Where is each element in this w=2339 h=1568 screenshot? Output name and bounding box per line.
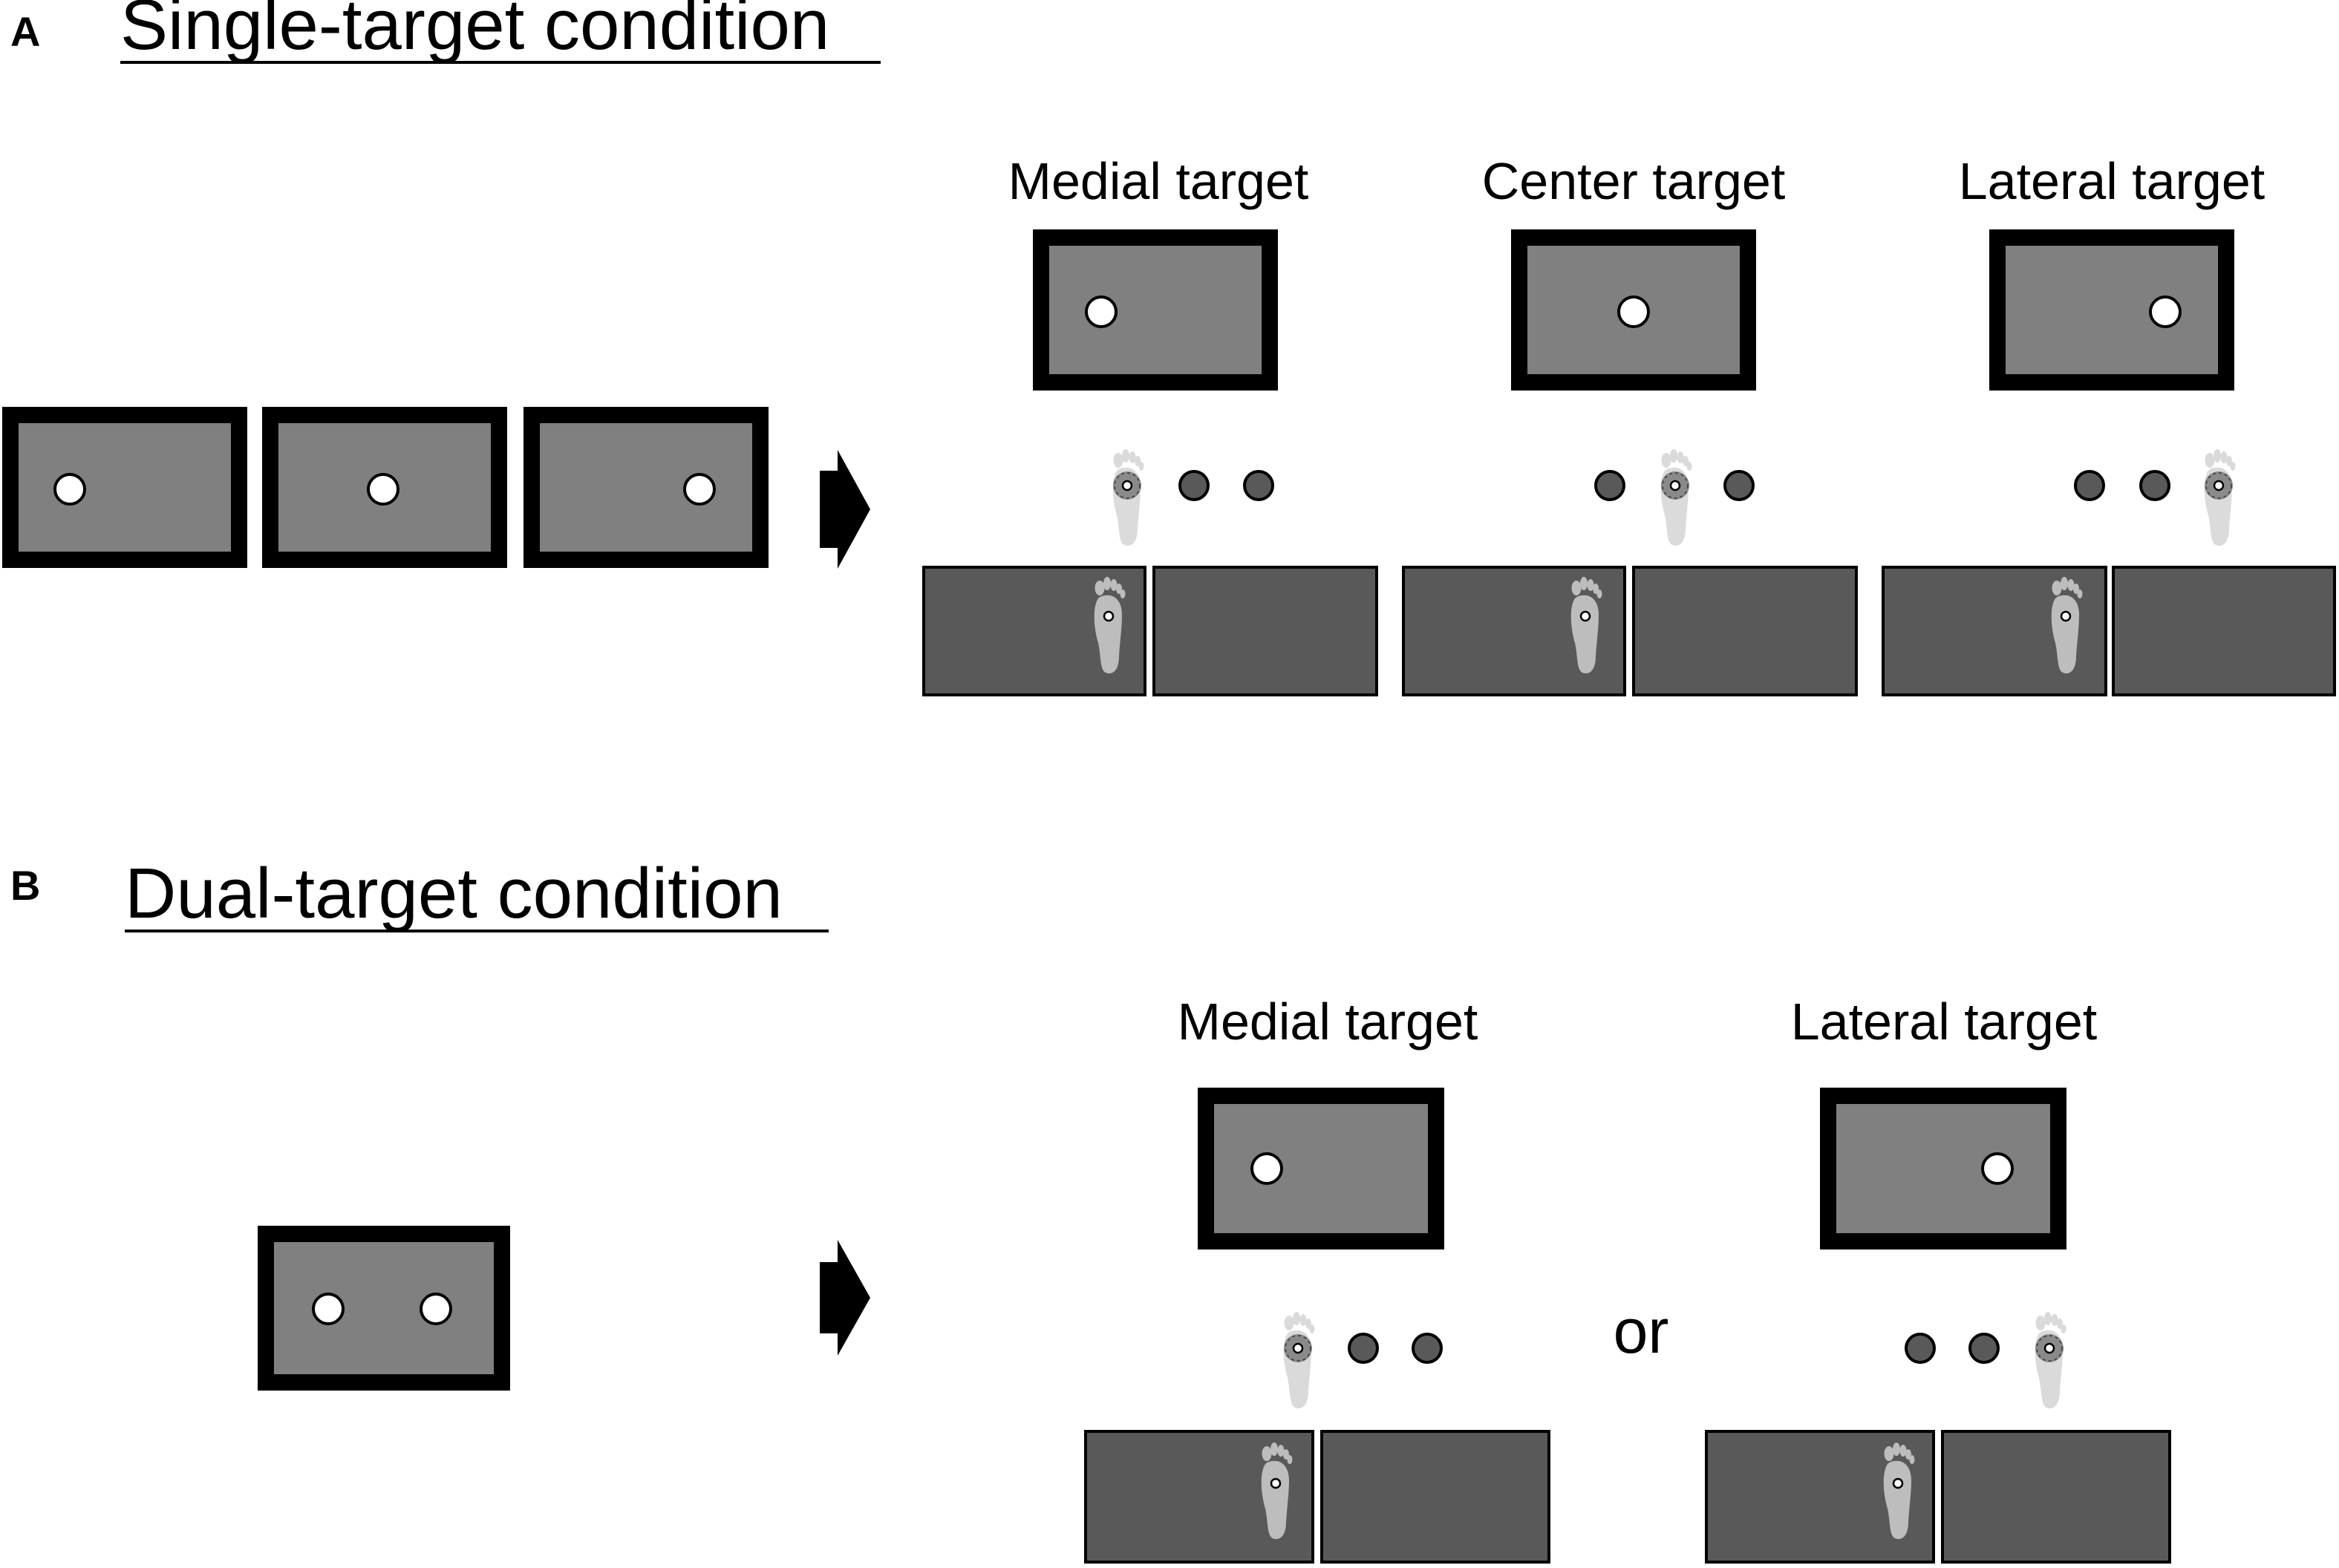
target-screen (1198, 1088, 1444, 1250)
panel-b-letter: B (10, 862, 40, 909)
floor-panel-right (1320, 1430, 1550, 1564)
foot-icon (2035, 1312, 2066, 1408)
center-target-column-a: Center target (1402, 152, 1858, 696)
floor-panel-right (1152, 566, 1378, 696)
floor-dots (2074, 449, 2236, 546)
foot-icon (1113, 449, 1144, 546)
lateral-target-column-a: Lateral target (1882, 152, 2336, 696)
floor-panel-right (1632, 566, 1858, 696)
stimulus-dot (367, 473, 399, 506)
stimulus-dot (53, 473, 86, 506)
cue-screen-dual (258, 1226, 510, 1391)
floor-dots (1905, 1312, 2066, 1408)
floor-dot (1968, 1333, 2000, 1364)
target-screen (1511, 229, 1756, 391)
target-screen (1989, 229, 2234, 391)
target-screen (1820, 1088, 2066, 1250)
stimulus-dot (1981, 1152, 2014, 1185)
floor-dot (2074, 470, 2105, 501)
floor-dot (1243, 470, 1274, 501)
panel-b-heading: Dual-target condition (125, 854, 783, 933)
stimulus-dot (683, 473, 716, 506)
floor-panel-right (2112, 566, 2336, 696)
foot-icon (1261, 1443, 1293, 1540)
foot-icon (1570, 577, 1602, 674)
floor-dot (1348, 1333, 1379, 1364)
stimulus-dot (1250, 1152, 1283, 1185)
cue-screens-a (2, 407, 769, 568)
target-screen (1033, 229, 1278, 391)
stimulus-dot (312, 1293, 345, 1325)
target-label: Medial target (1178, 993, 1478, 1051)
target-label: Center target (1482, 152, 1786, 210)
floor-dot (1905, 1333, 1936, 1364)
foot-icon (2051, 577, 2083, 674)
lateral-target-column-b: Lateral target (1705, 993, 2171, 1564)
target-label: Lateral target (1791, 993, 2097, 1051)
medial-target-column-b: Medial target (1084, 993, 1550, 1564)
target-label: Medial target (1008, 152, 1309, 210)
stimulus-dot (1085, 295, 1118, 328)
cue-screen-right (523, 407, 769, 568)
arrow-icon (820, 450, 870, 569)
stimulus-dot (420, 1293, 452, 1325)
arrow-icon (820, 1240, 870, 1356)
floor-dots (1594, 449, 1755, 546)
floor-dot (1594, 470, 1625, 501)
target-label: Lateral target (1959, 152, 2265, 210)
stimulus-dot (1617, 295, 1650, 328)
medial-target-column-a: Medial target (922, 152, 1378, 696)
foot-icon (1661, 449, 1692, 546)
stimulus-dot (2149, 295, 2182, 328)
floor-dots (1113, 449, 1274, 546)
floor-dot (1412, 1333, 1443, 1364)
panel-a-heading: Single-target condition (120, 0, 829, 65)
panel-a-letter: A (10, 8, 40, 55)
floor-dots (1284, 1312, 1443, 1408)
cue-screen (258, 1226, 510, 1391)
floor-panel-right (1941, 1430, 2171, 1564)
foot-icon (1094, 577, 1126, 674)
floor-dot (2139, 470, 2170, 501)
cue-screen-left (2, 407, 247, 568)
foot-icon (2205, 449, 2236, 546)
foot-icon (1284, 1312, 1315, 1408)
floor-dot (1723, 470, 1755, 501)
foot-icon (1883, 1443, 1915, 1540)
or-connector: or (1614, 1296, 1669, 1366)
floor-dot (1178, 470, 1210, 501)
